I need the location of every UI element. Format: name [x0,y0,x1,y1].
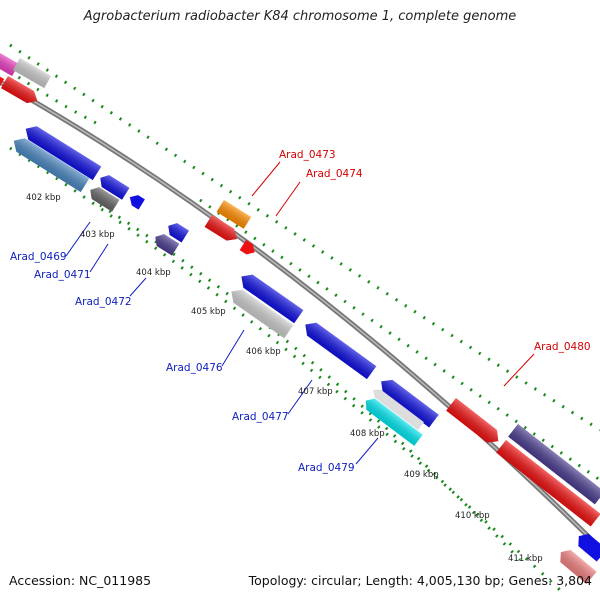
accession-text: Accession: NC_011985 [9,573,152,588]
topology-text: Topology: circular; Length: 4,005,130 bp… [248,573,592,588]
gene-label-reverse[interactable]: Arad_0476 [166,362,223,374]
gene-feature-blue [168,223,189,243]
gene-feature-salmon [560,549,597,584]
label-leader-lines [65,161,535,465]
gene-label-forward[interactable]: Arad_0480 [534,341,591,353]
gene-label-reverse[interactable]: Arad_0471 [34,269,91,281]
gene-feature-red [239,240,255,255]
tick-label: 403 kbp [80,230,115,240]
gene-feature-pink [0,53,20,77]
reverse-genes [13,126,600,584]
gene-feature-cyan [365,398,423,446]
gene-feature-darkgrey [90,187,120,212]
tick-label: 407 kbp [298,387,333,397]
tick-label: 402 kbp [26,193,61,203]
tick-label: 408 kbp [350,429,385,439]
map-title: Agrobacterium radiobacter K84 chromosome… [83,9,517,24]
gene-label-reverse[interactable]: Arad_0479 [298,462,355,474]
forward-genes [0,53,600,527]
gene-feature-lightgrey [372,389,424,431]
gene-label-forward[interactable]: Arad_0473 [279,149,336,161]
gene-label-forward[interactable]: Arad_0474 [306,168,363,180]
gene-feature-orange [216,200,252,229]
tick-label: 405 kbp [191,307,226,317]
tick-label: 404 kbp [136,268,171,278]
gene-label-reverse[interactable]: Arad_0469 [10,251,67,263]
gene-feature-lightgrey [231,289,294,339]
gene-feature-navy [508,424,600,505]
tick-labels: 402 kbp 403 kbp 404 kbp 405 kbp 406 kbp … [26,193,543,564]
tick-label: 411 kbp [508,554,543,564]
gc-track-outer [0,43,600,482]
gene-feature-steelblue [13,138,90,193]
gene-feature-blue [381,379,439,428]
tick-label: 410 kbp [455,511,490,521]
gene-label-reverse[interactable]: Arad_0472 [75,296,132,308]
tick-label: 406 kbp [246,347,281,357]
gene-feature-blue [100,175,130,200]
gc-track-inner [9,146,562,592]
gene-feature-blue [129,195,145,210]
gene-feature-blue [241,274,304,324]
gene-label-reverse[interactable]: Arad_0477 [232,411,289,423]
gene-feature-navy [155,234,180,256]
tick-label: 409 kbp [404,470,439,480]
gene-feature-red [446,398,499,443]
gene-feature-red [496,440,600,527]
gene-feature-grey [13,58,52,89]
gene-feature-blue [25,126,102,181]
gene-feature-blue [305,322,377,380]
gene-feature-red [1,76,38,104]
gene-feature-red [204,215,238,241]
gene-labels: Arad_0473 Arad_0474 Arad_0480 Arad_0469 … [10,149,591,474]
